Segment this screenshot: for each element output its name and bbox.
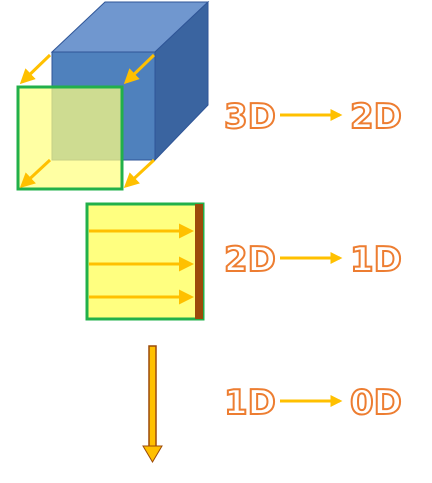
- label-row-1: 3D 2D: [223, 96, 403, 138]
- label-from: 2D: [224, 240, 276, 280]
- label-to: 0D: [350, 383, 402, 423]
- projection-arrow: [19, 53, 52, 85]
- projected-square-3d-to-2d: [16, 85, 124, 191]
- label-from: 1D: [224, 383, 276, 423]
- projection-arrow: [123, 53, 156, 85]
- projected-line-1d: [195, 204, 203, 319]
- projection-arrow: [123, 158, 156, 189]
- label-row-3: 1D 0D: [223, 382, 403, 424]
- projection-arrows-2d: [89, 223, 194, 305]
- vertical-line-1d: [148, 345, 157, 451]
- label-to: 2D: [350, 97, 402, 137]
- line-1d-collapse: [142, 345, 163, 463]
- projection-arrows-3d: [19, 53, 156, 189]
- square-2d: [85, 202, 205, 321]
- projection-arrow: [19, 158, 52, 189]
- label-row-2: 2D 1D: [223, 239, 403, 281]
- label-from: 3D: [224, 97, 276, 137]
- label-to: 1D: [350, 240, 402, 280]
- collapse-arrowhead: [142, 445, 163, 463]
